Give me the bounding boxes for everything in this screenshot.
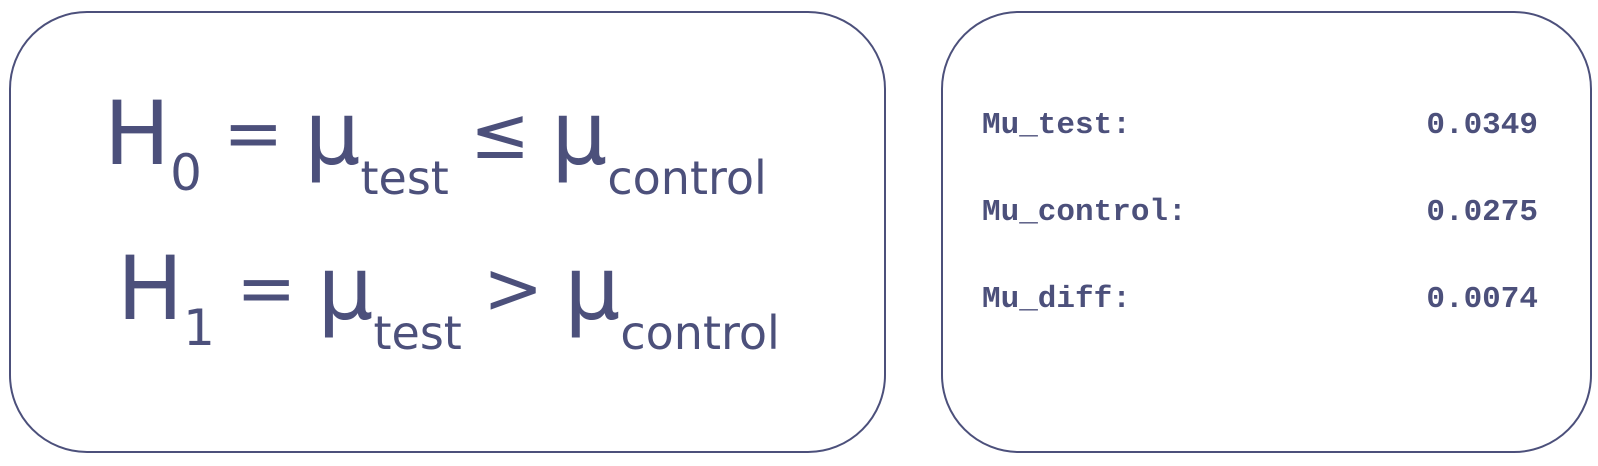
h1-equals: = xyxy=(236,246,297,330)
hypotheses-panel xyxy=(9,11,886,453)
h0-operator: ≤ xyxy=(469,91,531,175)
h0-mu-test: μ xyxy=(304,82,361,185)
h0-equals: = xyxy=(223,91,284,175)
alternative-hypothesis: H1 = μtest > μcontrol xyxy=(117,245,780,357)
h1-index: 1 xyxy=(183,299,215,357)
h1-sub-test: test xyxy=(373,306,462,360)
null-hypothesis: H0 = μtest ≤ μcontrol xyxy=(104,90,767,202)
h1-sub-control: control xyxy=(620,306,780,360)
stat-label: Mu_control: xyxy=(982,195,1187,230)
stat-label: Mu_diff: xyxy=(982,282,1131,317)
h1-mu-test: μ xyxy=(317,237,374,340)
h0-sub-control: control xyxy=(607,151,767,205)
h1-symbol: H xyxy=(117,237,184,340)
stats-panel xyxy=(941,11,1592,453)
h0-index: 0 xyxy=(170,144,202,202)
h0-sub-test: test xyxy=(360,151,449,205)
h0-symbol: H xyxy=(104,82,171,185)
h0-mu-control: μ xyxy=(551,82,608,185)
stat-value: 0.0275 xyxy=(1426,195,1538,230)
h1-operator: > xyxy=(482,246,544,330)
stat-value: 0.0349 xyxy=(1426,108,1538,143)
stat-value: 0.0074 xyxy=(1426,282,1538,317)
h1-mu-control: μ xyxy=(564,237,621,340)
stat-label: Mu_test: xyxy=(982,108,1131,143)
